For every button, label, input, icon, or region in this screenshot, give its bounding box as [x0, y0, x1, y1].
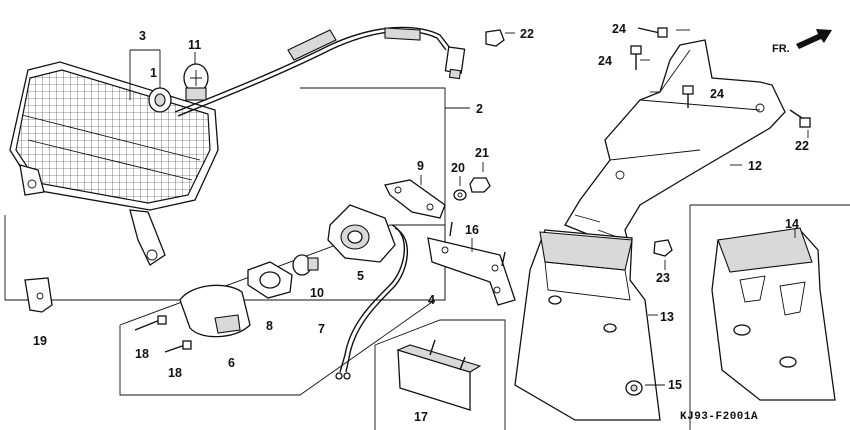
- nut-22a: [485, 29, 505, 47]
- socket-grommet-1: [148, 87, 172, 113]
- callout-24-mid: 24: [598, 54, 612, 68]
- screw-18a: [134, 315, 167, 331]
- taillight-wire: [174, 26, 451, 113]
- bolt-24a: [637, 27, 668, 38]
- callout-21: 21: [475, 146, 489, 160]
- bracket-17: [396, 339, 482, 411]
- callout-22-right: 22: [795, 139, 809, 153]
- callout-2: 2: [476, 102, 483, 116]
- license-lens-6: [179, 284, 251, 338]
- grommet-15: [625, 380, 643, 396]
- callout-8: 8: [266, 319, 273, 333]
- taillight-group-frame: [4, 87, 446, 301]
- callout-17: 17: [414, 410, 428, 424]
- callout-4: 4: [428, 293, 435, 307]
- taillight-assembly: [9, 61, 219, 266]
- diagram-code: KJ93-F2001A: [680, 411, 758, 423]
- nut-20: [453, 189, 467, 201]
- mudguard-13: [514, 229, 661, 421]
- license-light-wire: [339, 224, 406, 373]
- wire-sleeve: [287, 29, 337, 61]
- callout-14: 14: [785, 217, 799, 231]
- callout-9: 9: [417, 159, 424, 173]
- callout-20: 20: [451, 161, 465, 175]
- callout-13: 13: [660, 310, 674, 324]
- screw-18b: [164, 340, 192, 353]
- nut-23: [653, 239, 673, 257]
- callout-12: 12: [748, 159, 762, 173]
- bracket-group-frame: [374, 319, 506, 430]
- callout-7: 7: [318, 322, 325, 336]
- callout-23: 23: [656, 271, 670, 285]
- splash-guard-group-frame: [689, 204, 850, 430]
- leader-lines: [129, 29, 809, 386]
- bracket-9: [384, 179, 446, 219]
- rear-fender-12: [564, 39, 786, 256]
- bulb-10: [292, 254, 319, 276]
- splash-guard-14: [711, 227, 836, 401]
- wire-sleeve-2: [384, 27, 421, 41]
- callout-24-top: 24: [612, 22, 626, 36]
- callout-10: 10: [310, 286, 324, 300]
- clip-19: [24, 277, 53, 313]
- bolt-24c: [682, 85, 694, 108]
- callout-15: 15: [668, 378, 682, 392]
- front-direction-arrow: FR.: [772, 29, 832, 55]
- bulb-11: [183, 63, 209, 101]
- nut-21: [469, 177, 491, 193]
- bolt-22b: [789, 109, 811, 128]
- callout-16: 16: [465, 223, 479, 237]
- callout-18-a: 18: [135, 347, 149, 361]
- gasket-8: [247, 261, 293, 299]
- callout-19: 19: [33, 334, 47, 348]
- license-light-group-frame: [119, 224, 446, 396]
- direction-label: FR.: [772, 43, 790, 55]
- callout-11: 11: [188, 38, 201, 52]
- callout-5: 5: [357, 269, 364, 283]
- callout-24-low: 24: [710, 87, 724, 101]
- callout-6: 6: [228, 356, 235, 370]
- bolt-24b: [630, 45, 642, 70]
- callout-22-top: 22: [520, 27, 534, 41]
- license-light-housing-5: [327, 204, 396, 263]
- callout-3: 3: [139, 29, 146, 43]
- taillight-connector: [444, 46, 466, 80]
- license-bracket-16: [427, 221, 516, 306]
- callout-1: 1: [150, 66, 157, 80]
- callout-18-b: 18: [168, 366, 182, 380]
